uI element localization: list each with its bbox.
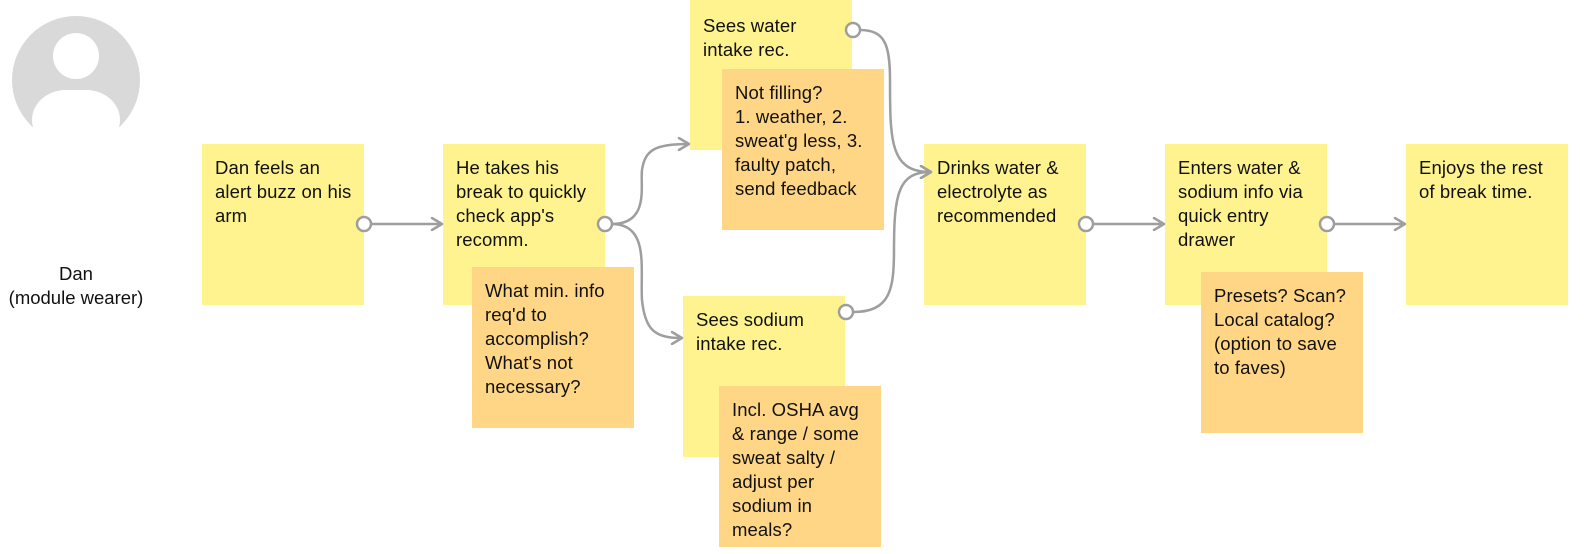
- persona-role: (module wearer): [8, 287, 144, 308]
- connector-break-to-water: [610, 144, 688, 226]
- question-note-osha[interactable]: Incl. OSHA avg & range / some sweat salt…: [719, 386, 881, 547]
- persona-name: Dan: [59, 263, 93, 284]
- question-note-min-info[interactable]: What min. info req'd to accomplish? What…: [472, 267, 634, 428]
- user-avatar-icon: [12, 16, 140, 130]
- question-note-not-filling[interactable]: Not filling? 1. weather, 2. sweat'g less…: [722, 69, 884, 230]
- question-note-presets[interactable]: Presets? Scan? Local catalog? (option to…: [1201, 272, 1363, 433]
- persona-label: Dan (module wearer): [0, 262, 152, 310]
- step-note-drinks[interactable]: Drinks water & electrolyte as recommende…: [924, 144, 1086, 305]
- step-note-alert[interactable]: Dan feels an alert buzz on his arm: [202, 144, 364, 305]
- step-note-enjoys[interactable]: Enjoys the rest of break time.: [1406, 144, 1568, 305]
